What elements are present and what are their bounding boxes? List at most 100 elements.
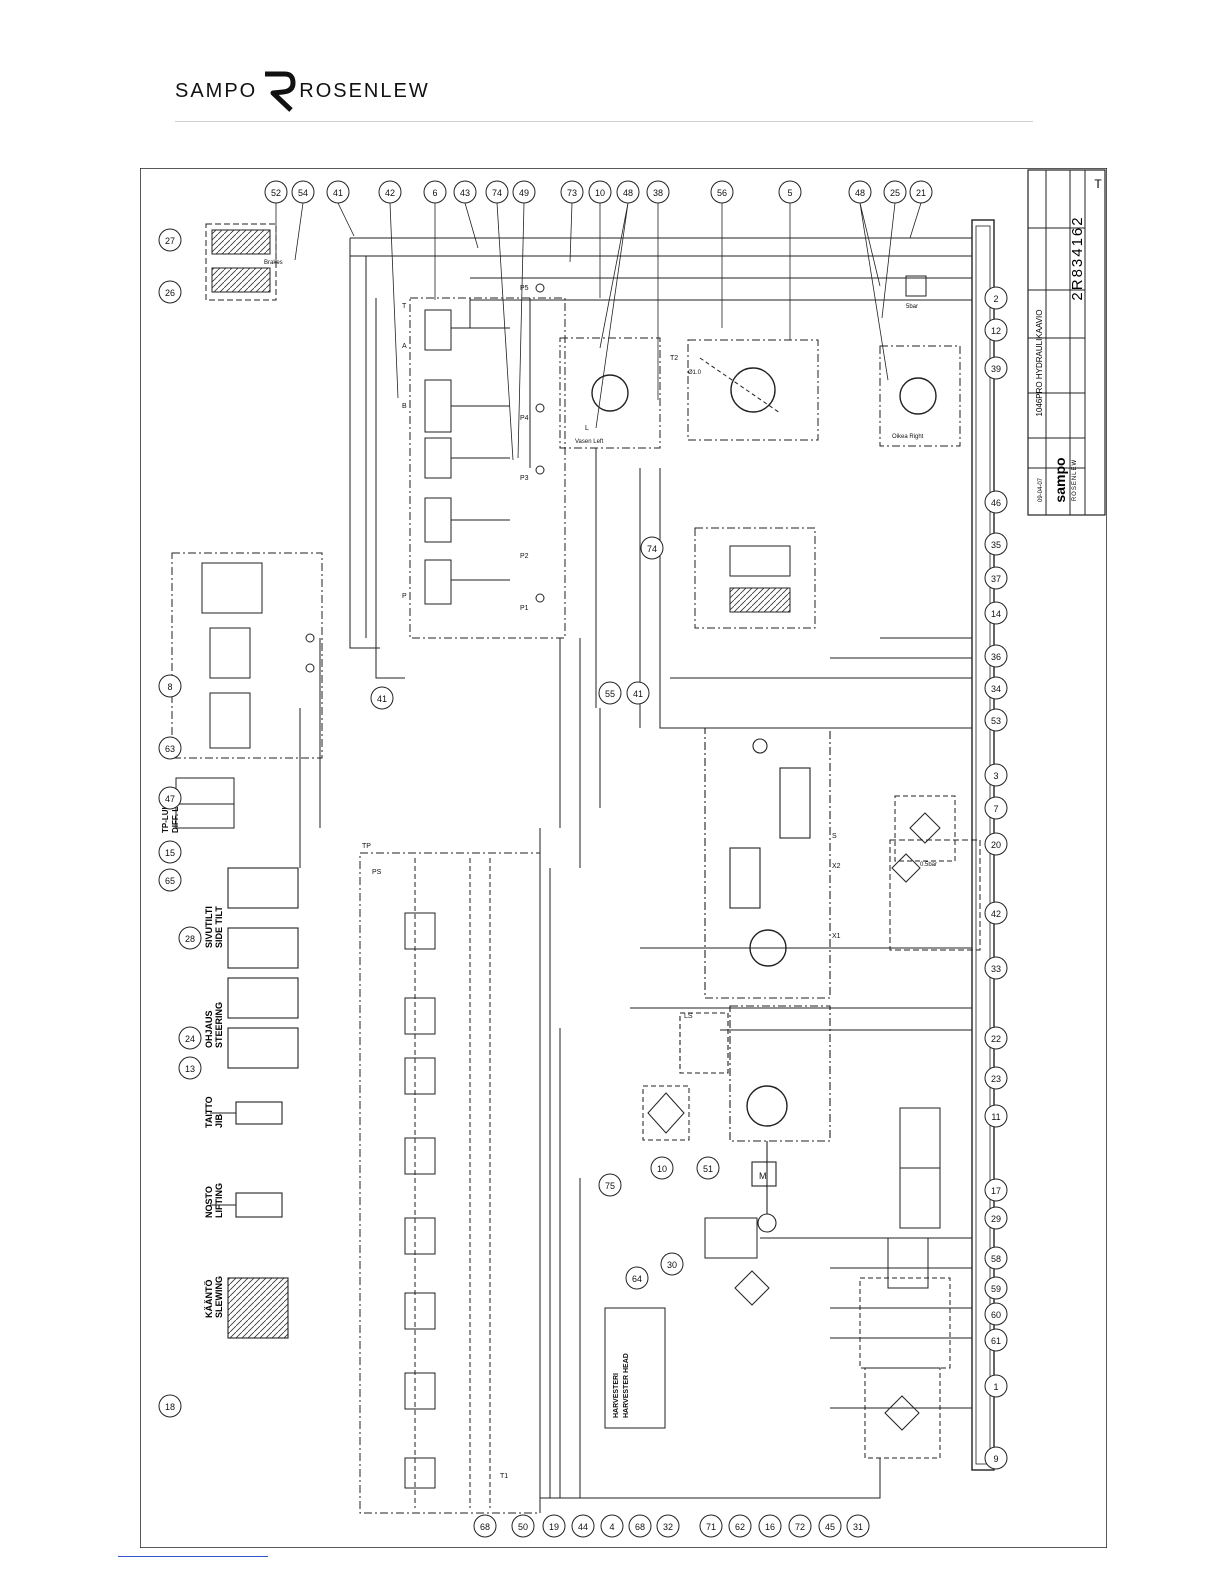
svg-text:41: 41 (633, 689, 643, 699)
svg-text:10: 10 (595, 188, 605, 198)
callout: 21 (909, 180, 933, 204)
svg-text:13: 13 (185, 1064, 195, 1074)
callout: 45 (818, 1514, 842, 1538)
svg-text:11: 11 (991, 1112, 1000, 1122)
svg-text:39: 39 (991, 364, 1001, 374)
svg-text:43: 43 (460, 188, 470, 198)
svg-text:64: 64 (632, 1274, 642, 1284)
pressure-lines (299, 238, 881, 1508)
svg-text:31: 31 (853, 1522, 863, 1532)
callout: 62 (728, 1514, 752, 1538)
callout: 44 (571, 1514, 595, 1538)
svg-text:20: 20 (991, 840, 1001, 850)
control-valve-18 (359, 852, 541, 1514)
orifice-label: Ø1.0 (688, 370, 702, 376)
callout: 25 (883, 180, 907, 204)
svg-text:65: 65 (165, 876, 175, 886)
svg-text:74: 74 (492, 188, 502, 198)
callout: 7 (984, 796, 1008, 820)
svg-text:38: 38 (653, 188, 663, 198)
callout: 13 (178, 1056, 202, 1080)
svg-text:60: 60 (991, 1310, 1001, 1320)
svg-text:7: 7 (993, 804, 998, 814)
svg-text:18: 18 (165, 1402, 175, 1412)
svg-text:46: 46 (991, 498, 1001, 508)
callout: 27 (158, 228, 182, 252)
bottom-right-components (704, 1107, 951, 1369)
svg-text:68: 68 (635, 1522, 645, 1532)
svg-text:8: 8 (167, 682, 172, 692)
svg-text:P1: P1 (520, 605, 529, 612)
svg-text:59: 59 (991, 1284, 1001, 1294)
callout: 35 (984, 532, 1008, 556)
svg-text:P3: P3 (520, 475, 529, 482)
harvester-fi-label: HARVESTERI (613, 1373, 620, 1418)
callout: 63 (158, 736, 182, 760)
callout: 61 (984, 1328, 1008, 1352)
svg-text:42: 42 (991, 909, 1001, 919)
callout: 60 (984, 1302, 1008, 1326)
callout: 51 (696, 1156, 720, 1180)
svg-text:51: 51 (703, 1164, 713, 1174)
brand-left-text: SAMPO (175, 79, 258, 102)
callout: 23 (984, 1066, 1008, 1090)
callout: 56 (710, 180, 734, 204)
port-labels: A B P T L S LS P1 P2 P3 P4 P5 X1 X2 T1 T… (362, 285, 841, 1480)
svg-text:63: 63 (165, 744, 175, 754)
callout: 68 (628, 1514, 652, 1538)
svg-text:T1: T1 (500, 1473, 508, 1480)
callout: 41 (626, 681, 650, 705)
lifting-label: LIFTING (214, 1183, 224, 1218)
svg-text:X2: X2 (832, 863, 841, 870)
callouts-left: 27 26 8 63 47 15 65 28 24 13 18 (158, 228, 202, 1418)
side-tilt-label: SIDE TILT (214, 906, 224, 948)
callout: 71 (699, 1514, 723, 1538)
bar-05-label: 0.5bar (920, 862, 937, 868)
callout: 30 (660, 1252, 684, 1276)
callout: 53 (984, 708, 1008, 732)
callout: 31 (846, 1514, 870, 1538)
svg-text:50: 50 (518, 1522, 528, 1532)
callout: 58 (984, 1246, 1008, 1270)
svg-text:P5: P5 (520, 285, 529, 292)
svg-text:44: 44 (578, 1522, 588, 1532)
callouts-bottom: 68 50 19 44 4 68 32 71 62 16 72 45 31 (473, 1514, 870, 1538)
callout: 54 (291, 180, 315, 204)
valve-group-8 (171, 552, 323, 759)
callout: 22 (984, 1026, 1008, 1050)
svg-text:58: 58 (991, 1254, 1001, 1264)
brand-logo: SAMPO ROSENLEW (175, 68, 430, 114)
motor-right-label: Oikea Right (892, 434, 924, 440)
svg-text:61: 61 (991, 1336, 1001, 1346)
callout: 6 (423, 180, 447, 204)
callouts-right: 2 12 39 46 35 37 14 36 34 53 3 7 20 42 3… (984, 286, 1008, 1470)
return-lines (350, 237, 972, 1409)
title-block: T 2R834162 1046PRO HYDRAULIKAAVIO sampo … (1027, 169, 1106, 516)
callout: 48 (848, 180, 872, 204)
ohjaus-label: OHJAUS (204, 1010, 214, 1048)
svg-text:27: 27 (165, 236, 175, 246)
callout: 39 (984, 356, 1008, 380)
harvester-en-label: HARVESTER HEAD (623, 1353, 630, 1418)
svg-text:22: 22 (991, 1034, 1001, 1044)
drawing-title: 1046PRO HYDRAULIKAAVIO (1035, 309, 1044, 416)
footer-link-line (118, 1556, 268, 1557)
svg-text:PS: PS (372, 869, 382, 876)
callout: 75 (598, 1173, 622, 1197)
svg-text:73: 73 (567, 188, 577, 198)
svg-text:15: 15 (165, 848, 175, 858)
callout: 50 (511, 1514, 535, 1538)
callout: 26 (158, 280, 182, 304)
callout: 29 (984, 1206, 1008, 1230)
brand-right-text: ROSENLEW (299, 79, 430, 102)
motor-5: Ø1.0 (687, 339, 819, 441)
sheet-frame (140, 168, 1107, 1548)
diff-lock-label: DIFF. LOCK (171, 789, 180, 833)
valve-stack-14 (694, 527, 816, 629)
header-rule (175, 121, 1033, 122)
svg-text:37: 37 (991, 574, 1001, 584)
svg-text:5: 5 (787, 188, 792, 198)
pump-assembly: M (679, 727, 831, 1233)
svg-text:17: 17 (991, 1186, 1001, 1196)
sivutilt-label: SIVUTILTI (204, 906, 214, 948)
